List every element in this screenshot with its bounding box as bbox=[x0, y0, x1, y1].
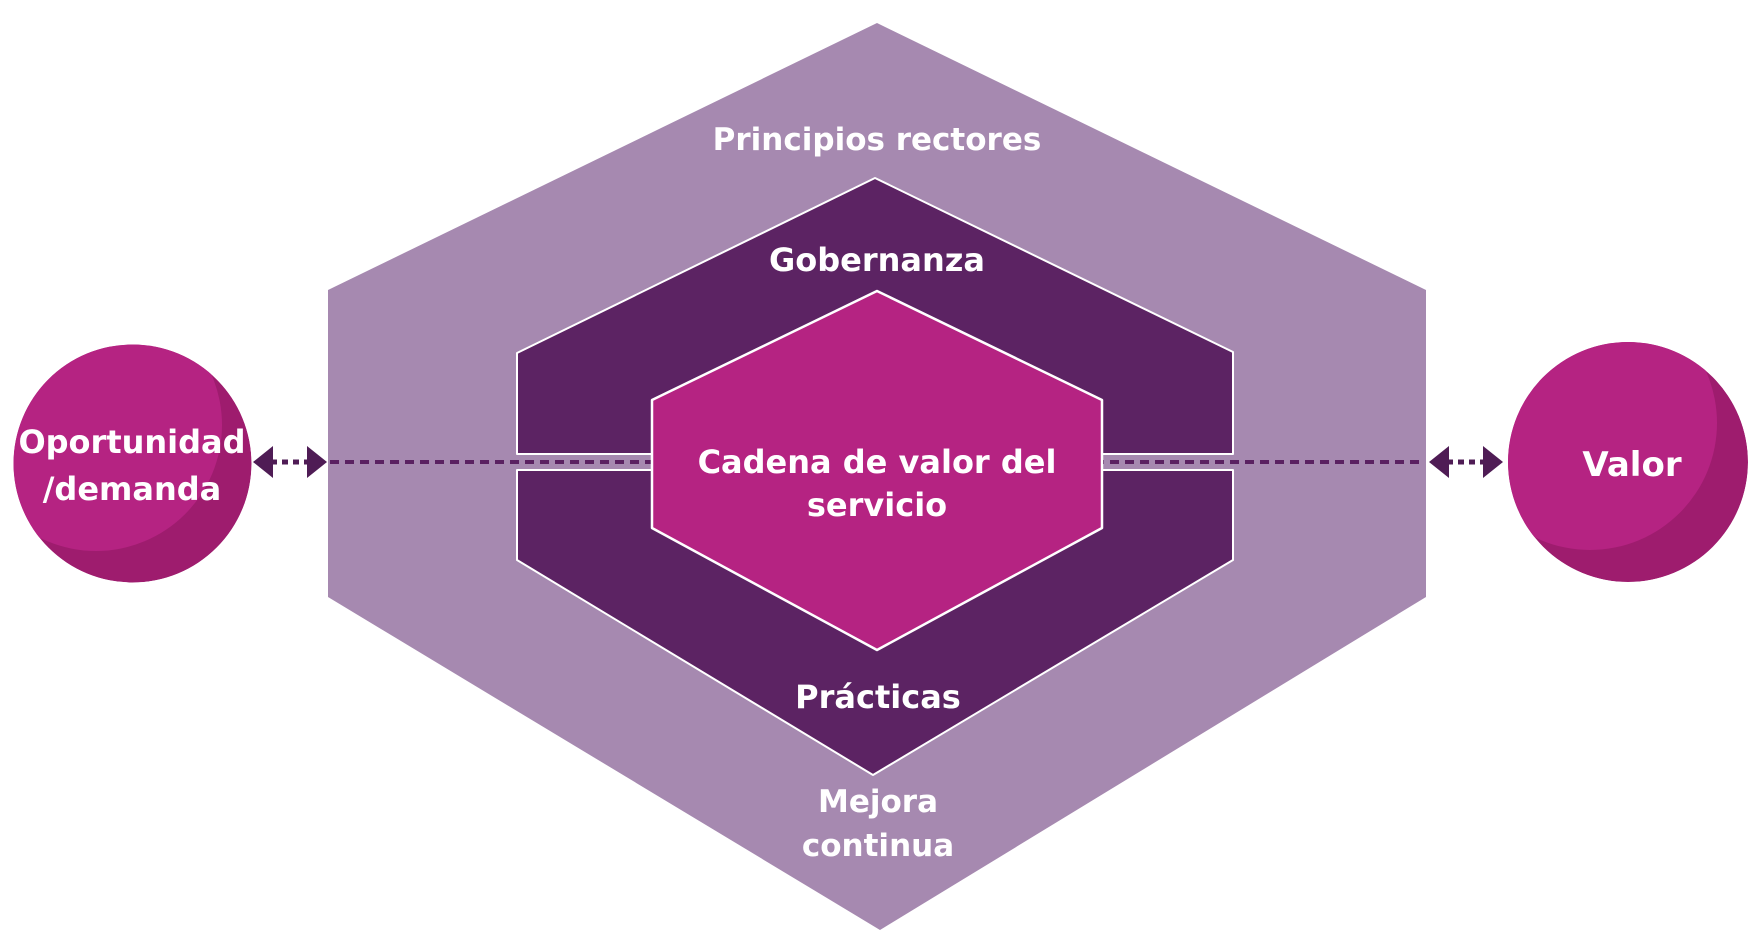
cadena-de-valor-label-line2: servicio bbox=[807, 486, 947, 524]
right-double-arrow-icon bbox=[1429, 446, 1503, 478]
left-arrow-head-right bbox=[307, 446, 327, 478]
value-circle-face bbox=[1508, 342, 1717, 550]
inner-hexagon-cadena-de-valor bbox=[650, 289, 1104, 652]
opportunity-demand-label-line2: /demanda bbox=[43, 470, 222, 508]
opportunity-demand-label-line1: Oportunidad bbox=[18, 423, 245, 461]
opportunity-demand-circle: Oportunidad /demanda bbox=[13, 344, 252, 583]
left-double-arrow-icon bbox=[253, 446, 327, 478]
gobernanza-label: Gobernanza bbox=[769, 241, 985, 279]
principios-rectores-label: Principios rectores bbox=[713, 122, 1042, 158]
mejora-continua-label-line1: Mejora bbox=[818, 784, 938, 820]
practicas-label: Prácticas bbox=[795, 678, 961, 716]
right-arrow-head-left bbox=[1429, 446, 1449, 478]
mejora-continua-label-line2: continua bbox=[802, 828, 954, 864]
value-label: Valor bbox=[1582, 445, 1681, 485]
left-arrow-head-left bbox=[253, 446, 273, 478]
cadena-de-valor-label-line1: Cadena de valor del bbox=[698, 443, 1057, 481]
value-circle: Valor bbox=[1508, 342, 1748, 582]
right-arrow-head-right bbox=[1483, 446, 1503, 478]
